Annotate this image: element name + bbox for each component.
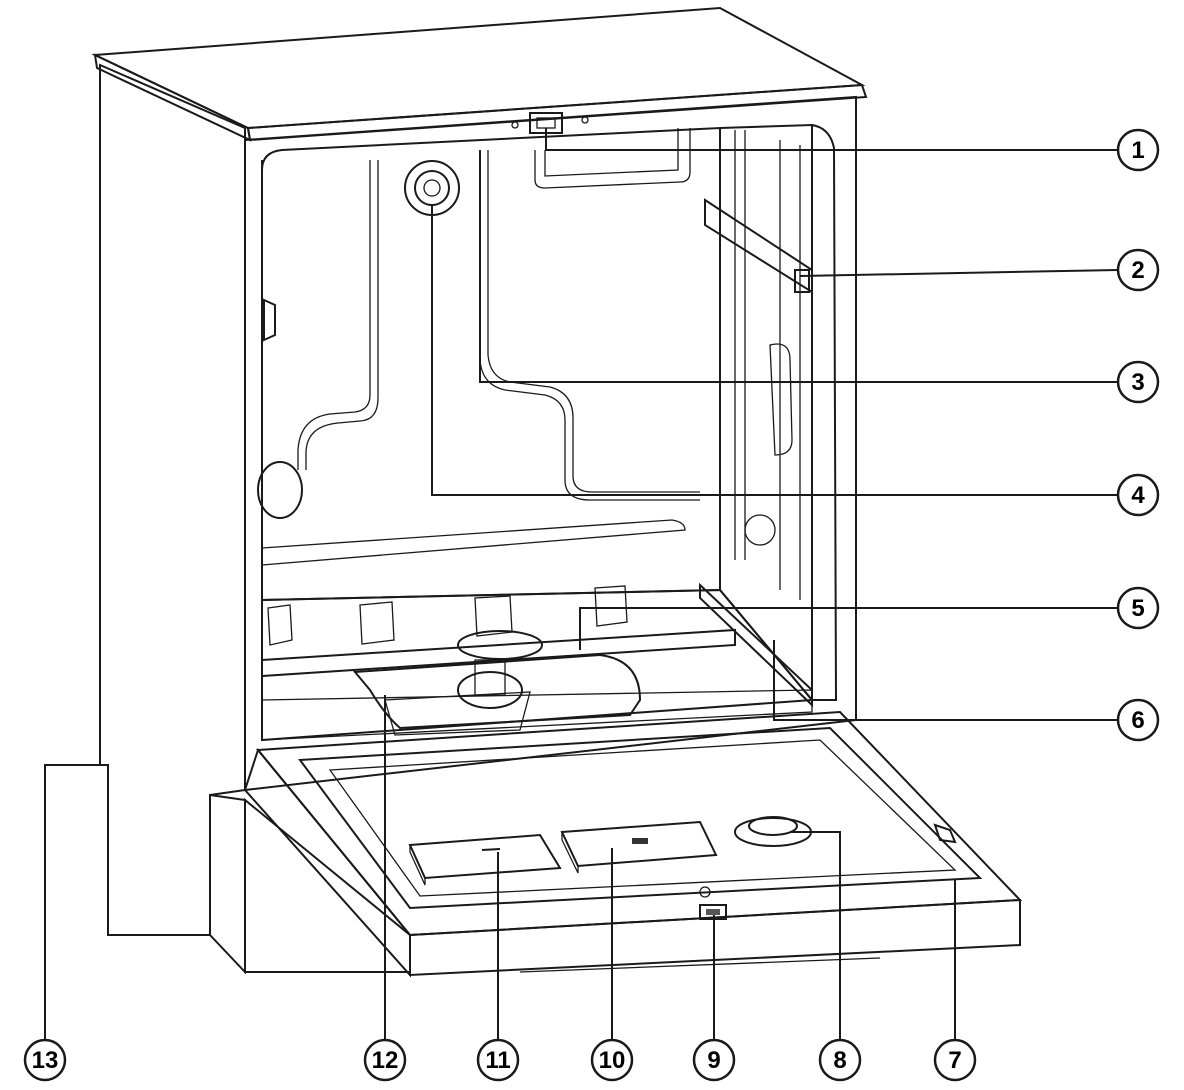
left-wall-clip	[263, 298, 276, 342]
callout-circle	[1116, 473, 1160, 517]
callout-label: 10	[599, 1047, 626, 1074]
callout-circle	[363, 1038, 407, 1082]
callout-label: 11	[485, 1047, 510, 1074]
callout-circle	[1116, 698, 1160, 742]
cavity-back-channel-right	[479, 150, 700, 501]
callout-label: 4	[1131, 482, 1145, 509]
cavity-left-port	[257, 461, 303, 519]
callout-label: 3	[1131, 369, 1144, 396]
cavity-right-wall	[719, 123, 813, 703]
door-left-edge	[243, 747, 411, 978]
callout-2: 2	[1116, 248, 1160, 292]
callout-10: 10	[590, 1038, 634, 1082]
right-wall-vent	[744, 514, 776, 546]
callout-label: 2	[1131, 257, 1144, 284]
door-inner-recess	[328, 739, 957, 897]
callout-11: 11	[476, 1038, 520, 1082]
callout-label: 6	[1131, 707, 1144, 734]
cavity-back-wall	[261, 126, 721, 602]
callout-label: 7	[948, 1047, 961, 1074]
dispenser-right	[560, 820, 718, 874]
right-rack-runner	[704, 198, 813, 294]
callout-5: 5	[1116, 586, 1160, 630]
leader-lines	[44, 128, 1119, 1048]
callout-label: 12	[372, 1047, 399, 1074]
door-inner-panel	[298, 726, 983, 910]
cavity-back-rail	[261, 519, 686, 566]
right-lower-rail	[699, 582, 813, 708]
callout-label: 1	[1131, 137, 1144, 164]
callout-label: 5	[1131, 595, 1144, 622]
callout-circle	[476, 1038, 520, 1082]
callout-circle	[1116, 586, 1160, 630]
callout-circle	[23, 1038, 67, 1082]
back-wall-runner-clips	[267, 585, 628, 646]
open-door	[243, 710, 1023, 978]
right-rack-runner-clip	[794, 269, 810, 293]
cavity-right-ribs	[734, 130, 801, 600]
callout-label: 8	[833, 1047, 846, 1074]
callout-circle	[933, 1038, 977, 1082]
cavity-back-channel	[297, 160, 379, 470]
callout-circle	[692, 1038, 736, 1082]
callout-6: 6	[1116, 698, 1160, 742]
dispenser-left	[408, 833, 562, 886]
callout-circle	[590, 1038, 634, 1082]
callout-1: 1	[1116, 128, 1160, 172]
callout-circle	[818, 1038, 862, 1082]
callout-circle	[1116, 128, 1160, 172]
callout-13: 13	[23, 1038, 67, 1082]
callout-label: 13	[32, 1047, 59, 1074]
callout-circle	[1116, 248, 1160, 292]
cabinet-plinth-side	[209, 793, 246, 975]
callout-7: 7	[933, 1038, 977, 1082]
filter-combination	[352, 653, 642, 736]
callout-8: 8	[818, 1038, 862, 1082]
lower-spray-arm	[261, 628, 736, 678]
wash-cavity	[257, 123, 838, 742]
callout-4: 4	[1116, 473, 1160, 517]
callout-label: 9	[707, 1047, 720, 1074]
cabinet-side-panel	[99, 63, 246, 936]
cavity-right-frame	[811, 123, 838, 701]
callout-9: 9	[692, 1038, 736, 1082]
callout-12: 12	[363, 1038, 407, 1082]
door-right-seal	[933, 823, 957, 844]
callout-circle	[1116, 360, 1160, 404]
callout-3: 3	[1116, 360, 1160, 404]
cabinet-front-frame	[244, 95, 857, 792]
